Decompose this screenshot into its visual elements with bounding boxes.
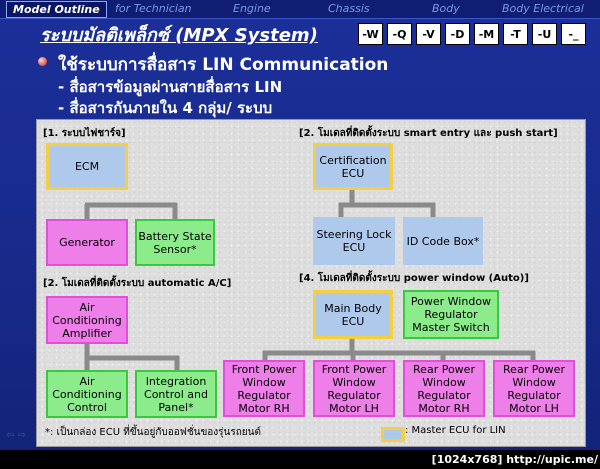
nav-item-engine[interactable]: Engine: [233, 2, 271, 15]
slide-nav-arrows[interactable]: ⇦ ⇨: [6, 430, 26, 441]
model-code-buttons: -W -Q -V -D -M -T -U -_: [358, 23, 586, 45]
bullet-main: ใช้ระบบการสื่อสาร LIN Communication: [58, 55, 389, 75]
code-button-blank[interactable]: -_: [561, 23, 586, 45]
code-button-u[interactable]: -U: [532, 23, 557, 45]
section-label-smart-entry: [2. โมเดลที่ติดตั้งระบบ smart entry และ …: [299, 128, 558, 139]
nav-item-model-outline[interactable]: Model Outline: [6, 1, 107, 18]
next-arrow-icon[interactable]: ⇨: [17, 430, 26, 441]
bullet-sub-2: - สื่อสารกันภายใน 4 กลุ่ม/ ระบบ: [58, 99, 273, 117]
nav-item-chassis[interactable]: Chassis: [328, 2, 370, 15]
code-button-v[interactable]: -V: [416, 23, 441, 45]
air-conditioning-control-box: Air Conditioning Control: [46, 370, 128, 418]
bullet-sub-1: - สื่อสารข้อมูลผ่านสายสื่อสาร LIN: [58, 78, 283, 96]
air-conditioning-amplifier-box: Air Conditioning Amplifier: [46, 296, 128, 344]
master-ecu-legend: : Master ECU for LIN: [405, 425, 506, 436]
image-host-watermark: [1024x768] http://upic.me/: [431, 453, 598, 466]
bullet-icon: [38, 57, 47, 66]
code-button-t[interactable]: -T: [503, 23, 528, 45]
certification-ecu-box: Certification ECU: [313, 143, 393, 190]
section-label-automatic-ac: [2. โมเดลที่ติดตั้งระบบ automatic A/C]: [43, 278, 232, 289]
front-window-motor-rh-box: Front Power Window Regulator Motor RH: [223, 360, 305, 417]
nav-item-body[interactable]: Body: [432, 2, 460, 15]
main-body-ecu-box: Main Body ECU: [313, 290, 393, 339]
top-navigation: Model Outline for Technician Engine Chas…: [0, 0, 600, 19]
lin-diagram-panel: [1. ระบบไฟชาร์จ] ECM Generator Battery S…: [36, 119, 586, 447]
rear-window-motor-rh-box: Rear Power Window Regulator Motor RH: [403, 360, 485, 417]
power-window-master-switch-box: Power Window Regulator Master Switch: [403, 290, 499, 339]
code-button-d[interactable]: -D: [445, 23, 470, 45]
rear-window-motor-lh-box: Rear Power Window Regulator Motor LH: [493, 360, 575, 417]
section-label-charging: [1. ระบบไฟชาร์จ]: [43, 128, 126, 139]
code-button-q[interactable]: -Q: [387, 23, 412, 45]
code-button-m[interactable]: -M: [474, 23, 499, 45]
slide: Model Outline for Technician Engine Chas…: [0, 0, 600, 450]
connector-lines: [84, 186, 536, 372]
generator-box: Generator: [46, 219, 128, 266]
id-code-box: ID Code Box*: [403, 217, 483, 265]
ecm-box: ECM: [46, 143, 128, 190]
nav-item-body-electrical[interactable]: Body Electrical: [502, 2, 584, 15]
nav-item-for-technician[interactable]: for Technician: [115, 2, 192, 15]
code-button-w[interactable]: -W: [358, 23, 383, 45]
steering-lock-ecu-box: Steering Lock ECU: [313, 217, 395, 265]
battery-state-sensor-box: Battery State Sensor*: [135, 219, 215, 266]
section-label-power-window: [4. โมเดลที่ติดตั้งระบบ power window (Au…: [299, 273, 529, 284]
master-ecu-legend-swatch: [381, 427, 405, 442]
integration-control-panel-box: Integration Control and Panel*: [135, 370, 217, 418]
prev-arrow-icon[interactable]: ⇦: [6, 430, 15, 441]
front-window-motor-lh-box: Front Power Window Regulator Motor LH: [313, 360, 395, 417]
footnote: *: เป็นกล่อง ECU ที่ขึ้นอยู่กับออฟชั่นขอ…: [45, 427, 261, 438]
page-title: ระบบมัลติเพล็กซ์ (MPX System): [40, 25, 318, 46]
